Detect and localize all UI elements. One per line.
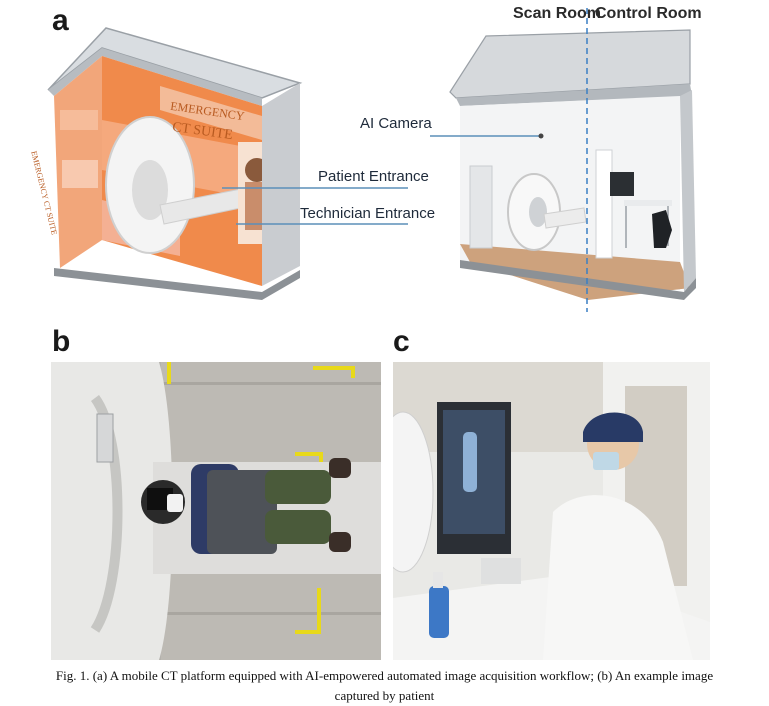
panel-letter-b: b — [52, 325, 71, 358]
scan-room-label: Scan Room — [513, 5, 602, 22]
control-room-label: Control Room — [595, 5, 702, 22]
mobile-ct-cutaway-illustration — [430, 8, 696, 312]
technician-entrance-label: Technician Entrance — [300, 205, 436, 222]
technician-at-console-photo — [393, 362, 710, 660]
mobile-ct-exterior-illustration — [47, 27, 408, 300]
ai-camera-label: AI Camera — [360, 115, 432, 132]
figure-caption-line-1: Fig. 1. (a) A mobile CT platform equippe… — [55, 668, 714, 683]
patient-entrance-label: Patient Entrance — [318, 168, 429, 185]
figure-caption-line-2: captured by patient — [334, 688, 435, 703]
panel-letter-a: a — [52, 4, 69, 37]
patient-on-ct-table-photo — [51, 362, 381, 660]
panel-letter-c: c — [393, 325, 410, 358]
figure-caption: Fig. 1. (a) A mobile CT platform equippe… — [0, 666, 769, 706]
